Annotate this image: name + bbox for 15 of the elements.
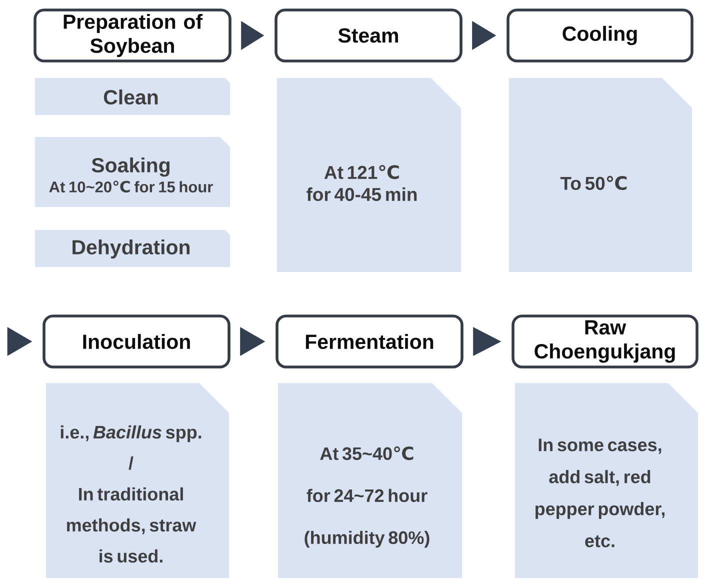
note-box: In some cases, add salt, red pepper powder, etc. — [515, 383, 698, 578]
note-box: At 121℃ for 40-45 min — [277, 78, 461, 272]
step-box: Cooling — [506, 8, 694, 62]
note-box: Dehydration — [35, 230, 230, 267]
step-box: Preparation of Soybean — [34, 8, 232, 62]
note-box: At 35~40℃ for 24~72 hour (humidity 80%) — [278, 383, 462, 578]
note-box: i.e., Bacillus spp. / In traditional methods, straw is used. — [46, 383, 229, 578]
step-box: Fermentation — [276, 314, 464, 368]
note-box: To 50℃ — [509, 78, 692, 272]
step-box: Raw Choengukjang — [512, 314, 698, 368]
step-box: Steam — [274, 8, 462, 62]
step-box: Inoculation — [42, 314, 230, 368]
arrow — [473, 327, 502, 356]
note-box: Clean — [35, 78, 230, 115]
note-box: Soaking At 10~20℃ for 15 hour — [35, 137, 230, 207]
